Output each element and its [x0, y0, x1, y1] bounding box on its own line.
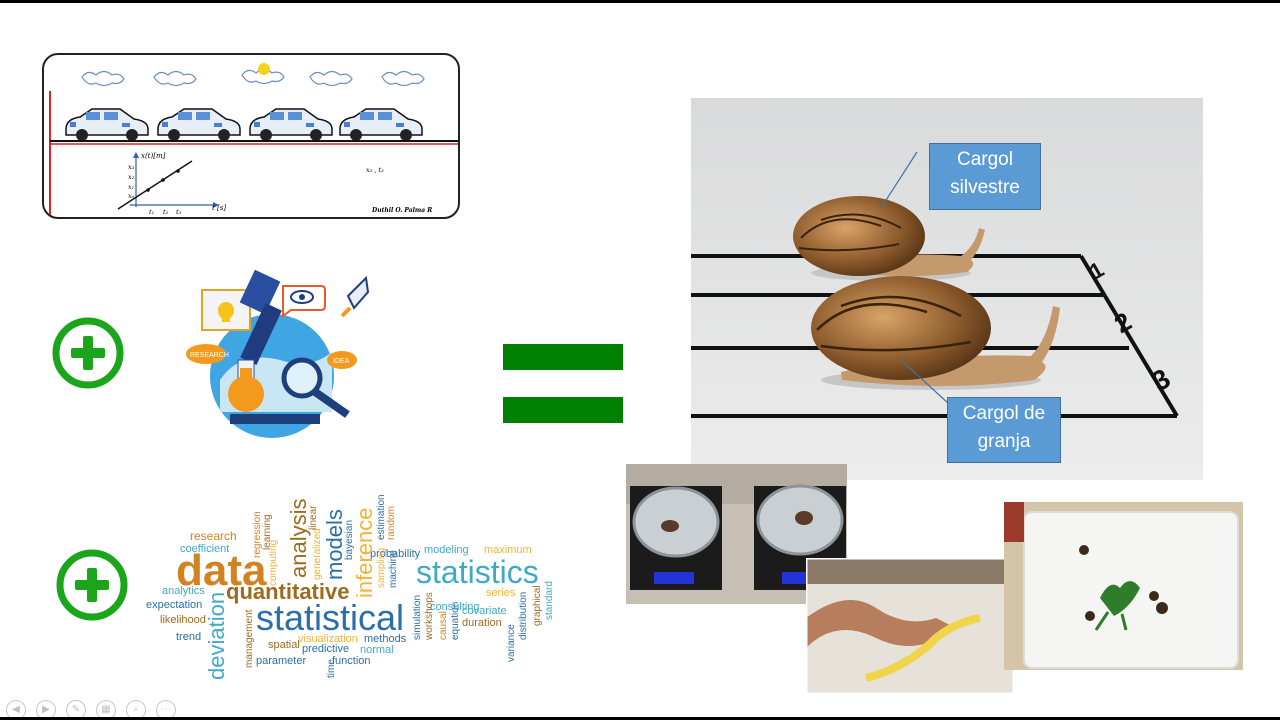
- word: analysis: [286, 499, 311, 578]
- word: simulation: [412, 595, 423, 640]
- kinematics-illustration: x(t)[m] x₃ x₂ x₁ x₀ t₁ t₂ t₃ t [s] x₃ , …: [49, 63, 458, 216]
- word: machine: [388, 550, 399, 588]
- word: research: [190, 529, 237, 543]
- word: data: [176, 546, 267, 595]
- word: likelihood: [160, 614, 206, 626]
- callout-wild-snail: Cargol silvestre: [929, 143, 1041, 210]
- x-tick: t₂: [163, 208, 169, 216]
- word: standard: [544, 581, 555, 620]
- word: estimation: [376, 494, 387, 540]
- word: maximum: [484, 544, 532, 556]
- word: time: [326, 659, 337, 678]
- word: predictive: [302, 643, 349, 655]
- word: probability: [370, 548, 421, 560]
- snail-measuring-photo: [806, 558, 1014, 694]
- x-tick: t₁: [149, 208, 154, 216]
- callout-line: Cargol: [957, 149, 1013, 170]
- y-tick: x₁: [128, 183, 134, 191]
- callout-line: granja: [977, 431, 1031, 452]
- y-tick: x₃: [128, 163, 135, 171]
- word: trend: [176, 631, 201, 643]
- word: series: [486, 587, 516, 599]
- plus-circle-icon: [56, 549, 128, 621]
- word: regression: [252, 511, 263, 558]
- callout-line: silvestre: [950, 177, 1020, 198]
- scales-photo: [626, 464, 847, 604]
- research-label: RESEARCH: [190, 352, 229, 359]
- statistics-wordcloud: data statistics statistical quantitative…: [146, 494, 555, 680]
- word: modeling: [424, 544, 469, 556]
- word: graphical: [532, 585, 543, 626]
- x-axis-label: t [s]: [212, 204, 226, 212]
- callout-line: Cargol de: [962, 403, 1046, 424]
- science-research-icon: RESEARCH IDEA: [186, 269, 370, 438]
- word: variance: [506, 624, 517, 662]
- callout-farm-snail: Cargol de granja: [947, 397, 1061, 463]
- word: statistics: [416, 554, 539, 590]
- word: linear: [308, 505, 319, 530]
- word: generalized: [312, 528, 323, 580]
- word: learning: [262, 514, 273, 550]
- top-border: [0, 0, 1280, 3]
- word: quantitative: [226, 579, 349, 604]
- word: duration: [462, 617, 502, 629]
- word: inference: [352, 507, 377, 598]
- word: models: [322, 509, 347, 580]
- word: distribution: [518, 592, 529, 640]
- word: expectation: [146, 599, 202, 611]
- word: consulting: [430, 601, 480, 613]
- x-tick: t₃: [176, 208, 182, 216]
- word: workshops: [424, 592, 435, 641]
- word: equation: [450, 602, 461, 640]
- word: function: [332, 655, 371, 667]
- word: visualization: [298, 633, 358, 645]
- word: analytics: [162, 585, 205, 597]
- word: methods: [364, 633, 407, 645]
- y-axis-label: x(t)[m]: [141, 152, 166, 160]
- word: normal: [360, 644, 394, 656]
- equals-icon: [503, 397, 623, 423]
- point-label: x₃ , t₃: [366, 166, 384, 174]
- equals-icon: [503, 344, 623, 370]
- snail-tray-photo: [1004, 502, 1243, 670]
- idea-label: IDEA: [333, 358, 350, 365]
- word: spatial: [268, 639, 300, 651]
- word: statistical: [256, 597, 404, 638]
- signature: Duthil O. Palma R: [371, 207, 432, 214]
- kinematics-card: x(t)[m] x₃ x₂ x₁ x₀ t₁ t₂ t₃ t [s] x₃ , …: [42, 53, 460, 219]
- word: deviation: [204, 592, 229, 680]
- y-tick: x₀: [128, 192, 135, 200]
- word: covariate: [462, 605, 507, 617]
- word: parameter: [256, 655, 306, 667]
- word: bayesian: [344, 520, 355, 560]
- bottom-border: [0, 717, 1280, 720]
- word: random: [386, 506, 397, 540]
- word: management: [244, 609, 255, 668]
- word: causal: [438, 611, 449, 640]
- car-icons: [65, 108, 423, 141]
- word: coefficient: [180, 543, 229, 555]
- y-tick: x₂: [128, 173, 135, 181]
- plus-circle-icon: [52, 317, 124, 389]
- word: computing: [268, 540, 279, 586]
- word: sampling: [376, 548, 387, 588]
